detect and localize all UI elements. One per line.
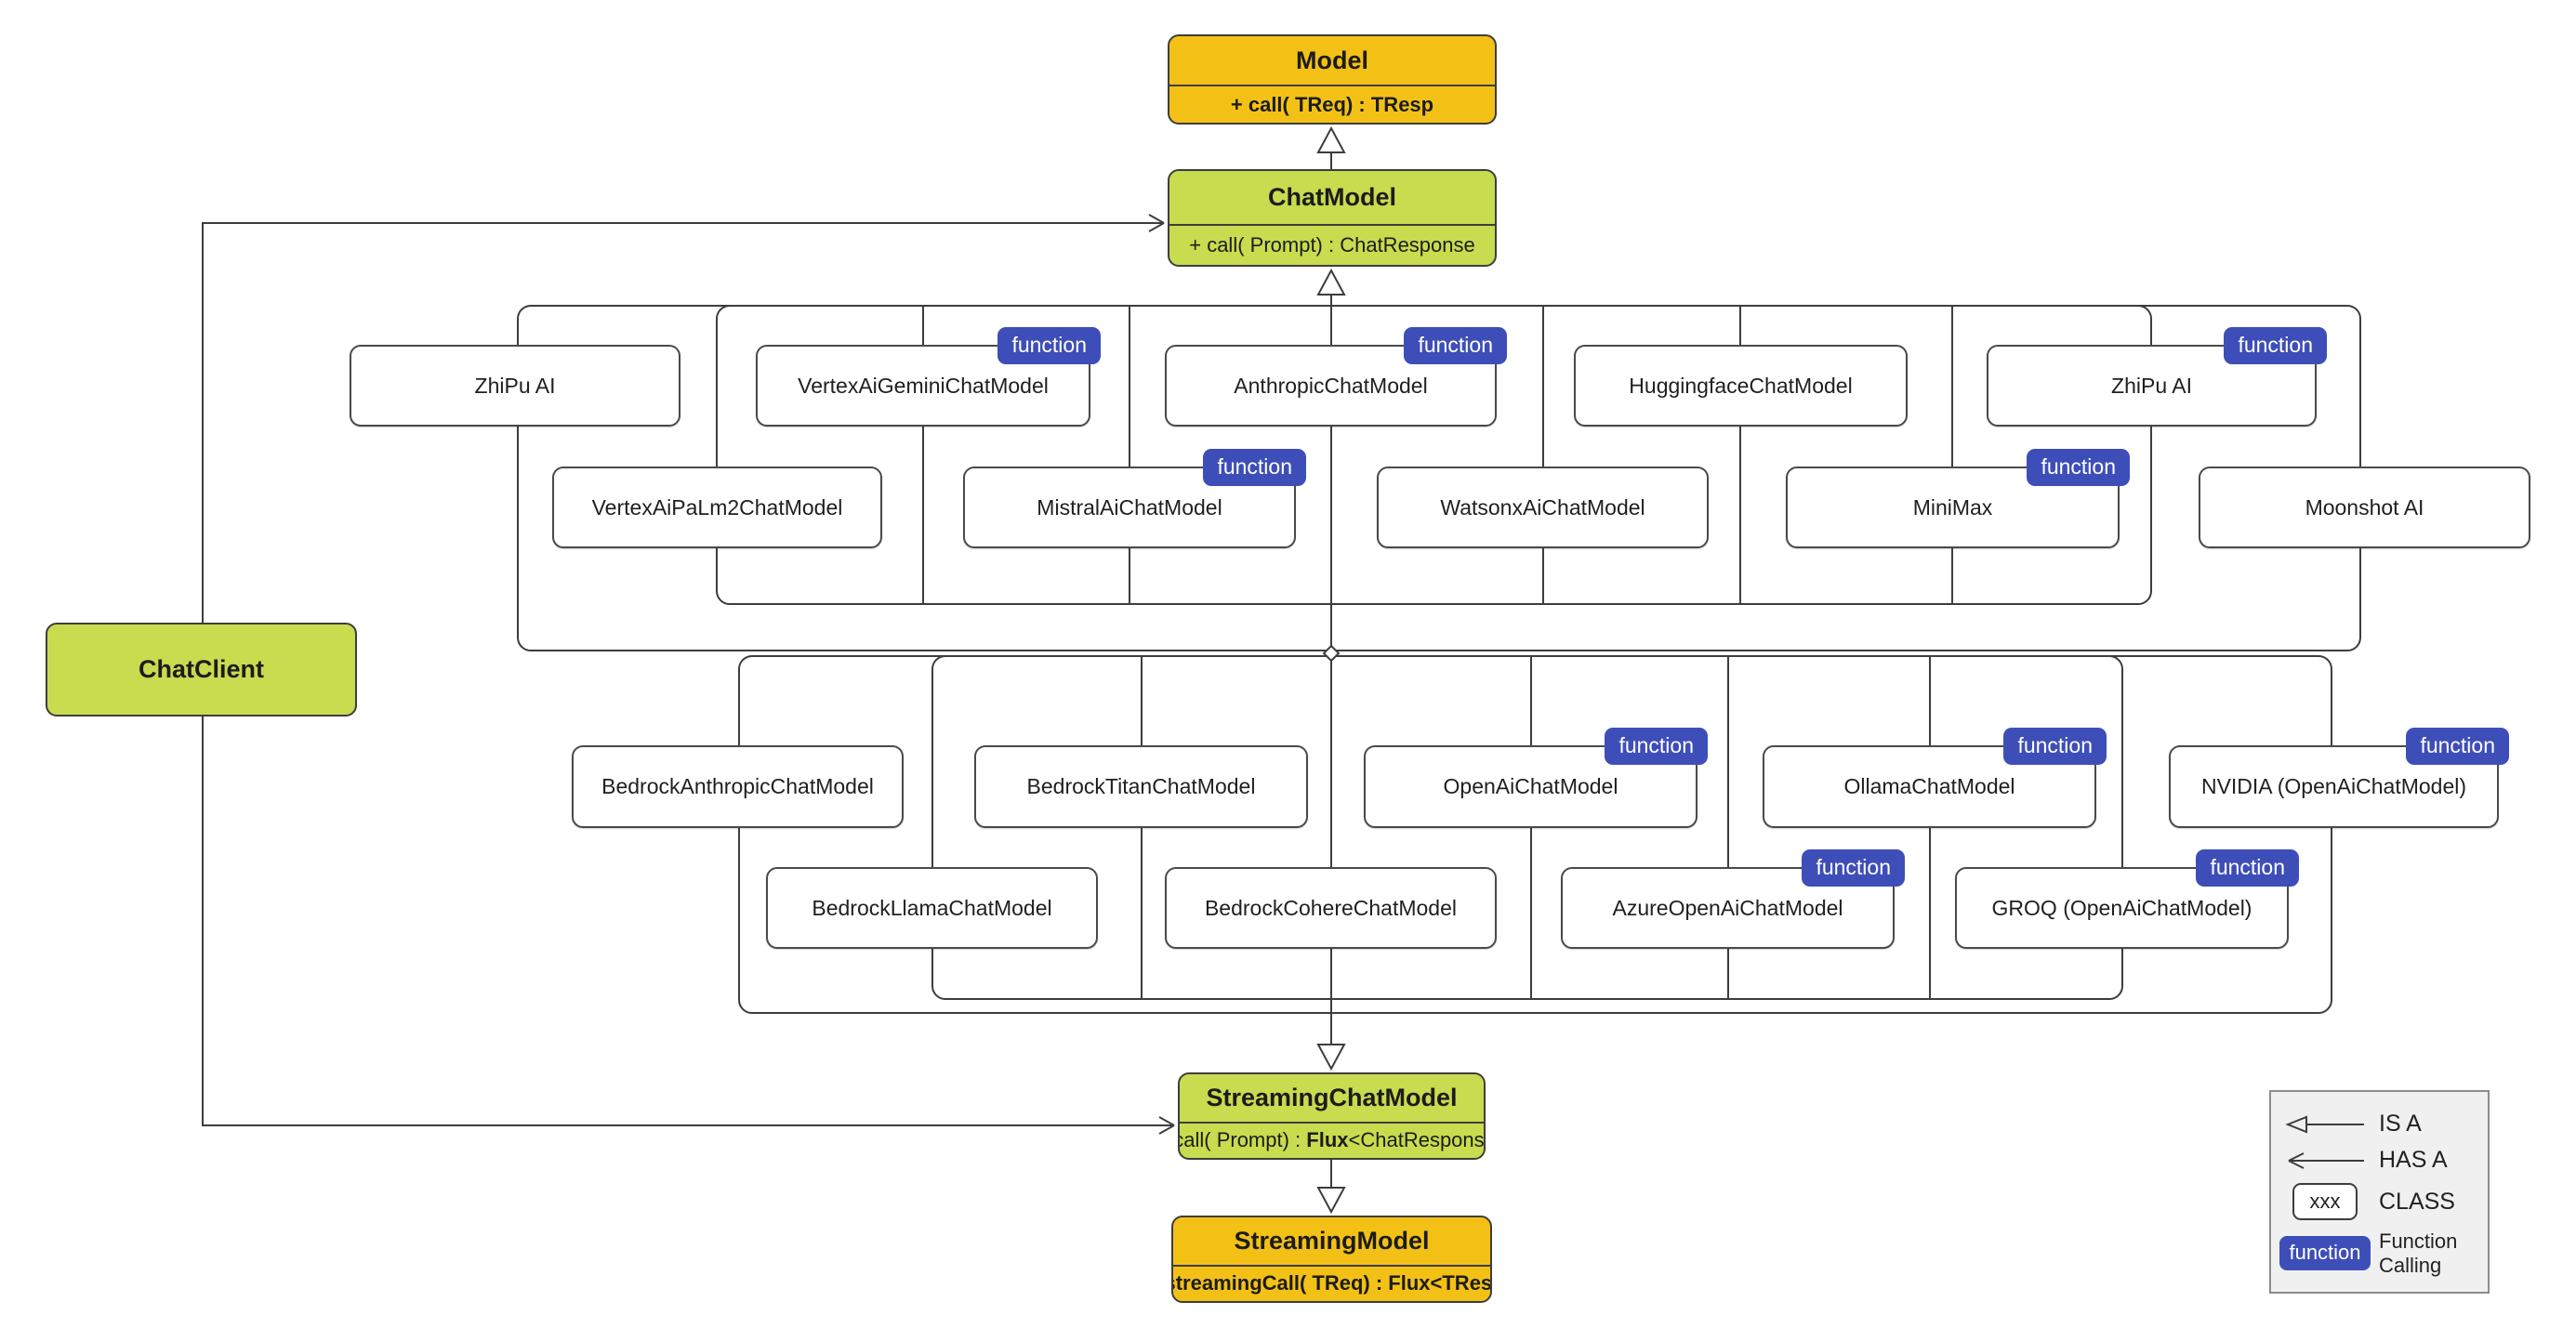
- class-azureopenaichatmodel: function AzureOpenAiChatModel: [1561, 849, 1905, 949]
- node-streamingmodel: StreamingModel + streamingCall( TReq) : …: [1171, 1216, 1492, 1303]
- class-label: MistralAiChatModel: [1037, 494, 1222, 519]
- has-a-arrowhead-top: [1148, 214, 1165, 232]
- legend-row-function-calling: function Function Calling: [2279, 1229, 2477, 1277]
- class-label: NVIDIA (OpenAiChatModel): [2200, 774, 2467, 798]
- has-a-arrow-icon: [2282, 1149, 2368, 1173]
- node-streamingchatmodel-title: StreamingChatModel: [1180, 1074, 1484, 1124]
- legend-class-label: CLASS: [2379, 1188, 2455, 1215]
- junction-diamond: [1322, 644, 1341, 663]
- node-chatclient-title: ChatClient: [139, 655, 264, 683]
- function-badge: function: [1605, 728, 1708, 765]
- node-model-method: + call( TReq) : TResp: [1230, 92, 1434, 116]
- is-a-triangle-under-chatmodel: [1316, 268, 1346, 296]
- upper-inner-group-outline: [716, 305, 2152, 605]
- legend-class-sample: xxx: [2292, 1183, 2358, 1221]
- lower-inner-group-outline: [931, 655, 2123, 1000]
- function-badge: function: [1404, 327, 1507, 364]
- class-groq-openaichatmodel: function GROQ (OpenAiChatModel): [1955, 849, 2299, 949]
- node-streamingmodel-method: + streamingCall( TReq) : Flux<TResp>: [1171, 1271, 1492, 1295]
- class-label: VertexAiPaLm2ChatModel: [591, 494, 843, 519]
- class-vertexaipalm2chatmodel: VertexAiPaLm2ChatModel: [552, 467, 882, 548]
- node-streamingchatmodel: StreamingChatModel + call( Prompt) : Flu…: [1178, 1072, 1486, 1160]
- class-label: MiniMax: [1912, 494, 1993, 519]
- class-bedrockcoherechatmodel: BedrockCohereChatModel: [1165, 867, 1497, 949]
- class-label: BedrockLlamaChatModel: [812, 895, 1052, 920]
- class-label: OpenAiChatModel: [1443, 774, 1618, 798]
- function-badge: function: [1203, 449, 1306, 486]
- class-mistralaichatmodel: function MistralAiChatModel: [963, 449, 1306, 548]
- is-a-triangle-into-streamingchatmodel: [1316, 1044, 1346, 1071]
- node-streamingmodel-title: StreamingModel: [1173, 1217, 1490, 1267]
- node-model: Model + call( TReq) : TResp: [1168, 34, 1497, 125]
- node-chatmodel-title: ChatModel: [1169, 171, 1495, 226]
- is-a-triangle-under-model: [1316, 125, 1346, 153]
- legend-function-badge: function: [2279, 1236, 2371, 1271]
- legend-row-has-a: HAS A: [2282, 1147, 2477, 1174]
- class-label: ZhiPu AI: [474, 373, 556, 398]
- is-a-triangle-into-streamingmodel: [1316, 1187, 1346, 1215]
- class-bedrockllamachatmodel: BedrockLlamaChatModel: [766, 867, 1098, 949]
- legend-function-calling-label: Function Calling: [2379, 1229, 2458, 1277]
- class-label: Moonshot AI: [2305, 494, 2424, 519]
- class-bedrockanthropicchatmodel: BedrockAnthropicChatModel: [572, 745, 904, 828]
- has-a-arrowhead-bottom: [1158, 1116, 1175, 1135]
- function-badge: function: [2003, 728, 2107, 765]
- node-model-title: Model: [1169, 36, 1495, 87]
- class-label: GROQ (OpenAiChatModel): [1991, 895, 2252, 920]
- class-openaichatmodel: function OpenAiChatModel: [1364, 728, 1708, 828]
- class-nvidia-openaichatmodel: function NVIDIA (OpenAiChatModel): [2169, 728, 2509, 828]
- function-badge: function: [997, 327, 1101, 364]
- legend-has-a-label: HAS A: [2379, 1147, 2448, 1174]
- lower-outer-group-outline: [738, 655, 2332, 1014]
- node-streamingchatmodel-method: + call( Prompt) : Flux<ChatResponse>: [1180, 1128, 1485, 1152]
- function-badge: function: [2196, 849, 2299, 887]
- is-a-arrow-icon: [2282, 1112, 2368, 1137]
- class-label: OllamaChatModel: [1843, 774, 2015, 798]
- class-label: AzureOpenAiChatModel: [1612, 895, 1843, 920]
- class-watsonxaichatmodel: WatsonxAiChatModel: [1377, 467, 1709, 548]
- node-chatmodel-method: + call( Prompt) : ChatResponse: [1189, 232, 1475, 256]
- class-label: HuggingfaceChatModel: [1629, 373, 1853, 398]
- class-label: VertexAiGeminiChatModel: [798, 373, 1049, 398]
- class-moonshot-ai: Moonshot AI: [2199, 467, 2530, 548]
- legend-row-is-a: IS A: [2282, 1111, 2477, 1137]
- class-minimax: function MiniMax: [1786, 449, 2130, 548]
- class-sample-icon: xxx: [2282, 1183, 2368, 1221]
- class-label: BedrockTitanChatModel: [1026, 774, 1256, 798]
- class-label: BedrockAnthropicChatModel: [601, 774, 874, 798]
- class-anthropicchatmodel: function AnthropicChatModel: [1165, 327, 1507, 427]
- class-label: ZhiPu AI: [2111, 373, 2192, 398]
- class-ollamachatmodel: function OllamaChatModel: [1763, 728, 2107, 828]
- class-vertexaigeminichatmodel: function VertexAiGeminiChatModel: [756, 327, 1101, 427]
- class-label: WatsonxAiChatModel: [1440, 494, 1645, 519]
- function-badge: function: [2406, 728, 2509, 765]
- legend-row-class: xxx CLASS: [2282, 1183, 2477, 1221]
- function-badge: function: [1802, 849, 1905, 887]
- class-huggingfacechatmodel: HuggingfaceChatModel: [1574, 345, 1908, 427]
- function-badge: function: [2027, 449, 2130, 486]
- class-zhipu-ai-left: ZhiPu AI: [350, 345, 680, 427]
- class-label: BedrockCohereChatModel: [1204, 895, 1458, 920]
- class-label: AnthropicChatModel: [1234, 373, 1428, 398]
- node-chatmodel: ChatModel + call( Prompt) : ChatResponse: [1168, 169, 1497, 267]
- class-bedrocktitanchatmodel: BedrockTitanChatModel: [974, 745, 1308, 828]
- class-zhipu-ai-right: function ZhiPu AI: [1987, 327, 2327, 427]
- function-badge: function: [2224, 327, 2327, 364]
- legend-is-a-label: IS A: [2379, 1111, 2422, 1137]
- legend: IS A HAS A xxx CLASS function Function C…: [2269, 1090, 2490, 1294]
- node-chatclient: ChatClient: [46, 623, 357, 717]
- function-badge-sample-icon: function: [2279, 1236, 2371, 1271]
